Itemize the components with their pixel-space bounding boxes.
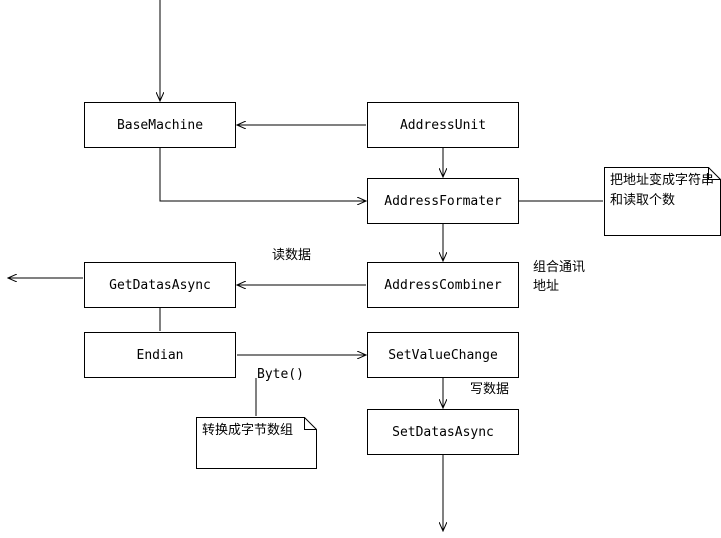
node-label: SetValueChange [388,347,498,363]
node-label: SetDatasAsync [392,424,494,440]
node-label: GetDatasAsync [109,277,211,293]
note-address-string: 把地址变成字符串和读取个数 [604,167,721,236]
node-label: Endian [136,347,184,363]
node-address-combiner[interactable]: AddressCombiner [367,262,519,308]
node-label: AddressCombiner [384,277,502,293]
node-set-datas-async[interactable]: SetDatasAsync [367,409,519,455]
label-byte-call: Byte() [257,367,304,382]
node-label: AddressUnit [399,117,487,133]
note-shape [196,417,317,469]
node-label: AddressFormater [384,193,502,209]
node-address-formater[interactable]: AddressFormater [367,178,519,224]
note-text: 把地址变成字符串和读取个数 [610,173,715,208]
note-byte-array: 转换成字节数组 [196,417,317,469]
edge-basemachine-to-addressformater [159,148,366,201]
node-base-machine[interactable]: BaseMachine [84,102,236,148]
label-write-data: 写数据 [470,382,510,397]
node-get-datas-async[interactable]: GetDatasAsync [84,262,236,308]
note-text: 转换成字节数组 [202,423,294,438]
label-read-data: 读数据 [272,248,312,263]
label-combine-address: 组合通讯 地址 [533,260,586,294]
node-label: BaseMachine [116,117,204,133]
node-set-value-change[interactable]: SetValueChange [367,332,519,378]
node-endian[interactable]: Endian [84,332,236,378]
node-address-unit[interactable]: AddressUnit [367,102,519,148]
